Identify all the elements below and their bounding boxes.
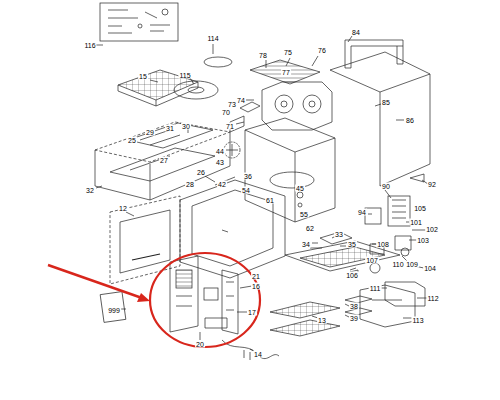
callout-number: 104 <box>423 265 437 272</box>
callout-number: 85 <box>381 99 391 106</box>
callout-number: 77 <box>281 69 291 76</box>
callout-number: 94 <box>357 209 367 216</box>
callout-number: 114 <box>206 35 219 42</box>
stirrer <box>224 142 240 158</box>
callout-number: 73 <box>227 101 237 108</box>
highlight-ellipse <box>150 253 260 347</box>
door-frame <box>180 180 285 278</box>
lamp-cover <box>360 285 415 327</box>
callout-number: 17 <box>247 309 257 316</box>
manual-sheet <box>100 292 126 323</box>
callout-number: 116 <box>83 42 96 49</box>
outer-case <box>330 52 430 186</box>
callout-number: 84 <box>351 29 361 36</box>
callout-number: 32 <box>85 187 95 194</box>
callout-number: 92 <box>427 181 437 188</box>
callout-number: 101 <box>409 219 423 226</box>
callout-number: 78 <box>258 52 268 59</box>
callout-number: 74 <box>236 97 246 104</box>
callout-number: 35 <box>347 241 357 248</box>
roller-ring <box>204 57 232 67</box>
callout-number: 28 <box>185 181 195 188</box>
grease-filter <box>270 302 340 318</box>
callout-number: 54 <box>241 187 251 194</box>
kit-items <box>108 10 170 33</box>
callout-number: 42 <box>217 181 227 188</box>
callout-number: 55 <box>299 211 309 218</box>
parts-kit <box>100 3 178 41</box>
callout-number: 62 <box>305 225 315 232</box>
callout-number: 107 <box>365 257 379 264</box>
callout-number: 76 <box>317 47 327 54</box>
transformer <box>365 208 381 224</box>
callout-number: 110 <box>391 261 404 268</box>
callout-number: 21 <box>251 273 261 280</box>
callout-number: 29 <box>145 129 155 136</box>
panel-assembly <box>170 256 198 332</box>
callout-number: 45 <box>295 185 305 192</box>
magnetron <box>388 196 410 226</box>
callout-number: 61 <box>265 197 275 204</box>
callout-number: 43 <box>215 159 225 166</box>
callout-number: 44 <box>215 148 225 155</box>
callout-number: 112 <box>426 295 439 302</box>
arrow-head <box>137 293 150 302</box>
control-board <box>128 123 213 148</box>
callout-number: 102 <box>425 226 439 233</box>
callout-number: 108 <box>376 241 390 248</box>
light-housing <box>385 282 425 306</box>
callout-number: 14 <box>253 351 263 358</box>
callout-number: 34 <box>301 241 311 248</box>
callout-number: 39 <box>349 315 359 322</box>
oven-cavity <box>245 118 335 222</box>
callout-number: 33 <box>334 231 344 238</box>
vent-grille <box>250 60 320 84</box>
callout-number: 36 <box>243 173 253 180</box>
bottom-plate <box>285 241 400 271</box>
callout-number: 999 <box>107 307 121 314</box>
control-panel <box>110 148 215 181</box>
callout-number: 20 <box>195 341 205 348</box>
callout-number: 16 <box>251 283 261 290</box>
callout-number: 105 <box>413 205 427 212</box>
callout-number: 106 <box>345 272 359 279</box>
callout-number: 70 <box>221 109 231 116</box>
callout-number: 26 <box>196 169 206 176</box>
callout-number: 38 <box>349 303 359 310</box>
callout-number: 30 <box>181 123 191 130</box>
callout-number: 109 <box>405 261 419 268</box>
vent-bracket <box>345 40 403 68</box>
callout-number: 103 <box>416 237 430 244</box>
callout-number: 31 <box>165 125 175 132</box>
door-assembly <box>110 196 180 284</box>
pointer-arrow <box>48 265 142 298</box>
callout-number: 12 <box>118 205 128 212</box>
callout-number: 25 <box>127 137 137 144</box>
callout-number: 113 <box>411 317 424 324</box>
callout-number: 90 <box>381 183 391 190</box>
callout-number: 15 <box>138 73 148 80</box>
callout-number: 75 <box>283 49 293 56</box>
callout-number: 13 <box>317 317 327 324</box>
callout-number: 71 <box>225 123 235 130</box>
callout-number: 111 <box>369 285 382 292</box>
callout-number: 86 <box>405 117 415 124</box>
callout-number: 115 <box>178 72 191 79</box>
callout-number: 27 <box>159 157 169 164</box>
